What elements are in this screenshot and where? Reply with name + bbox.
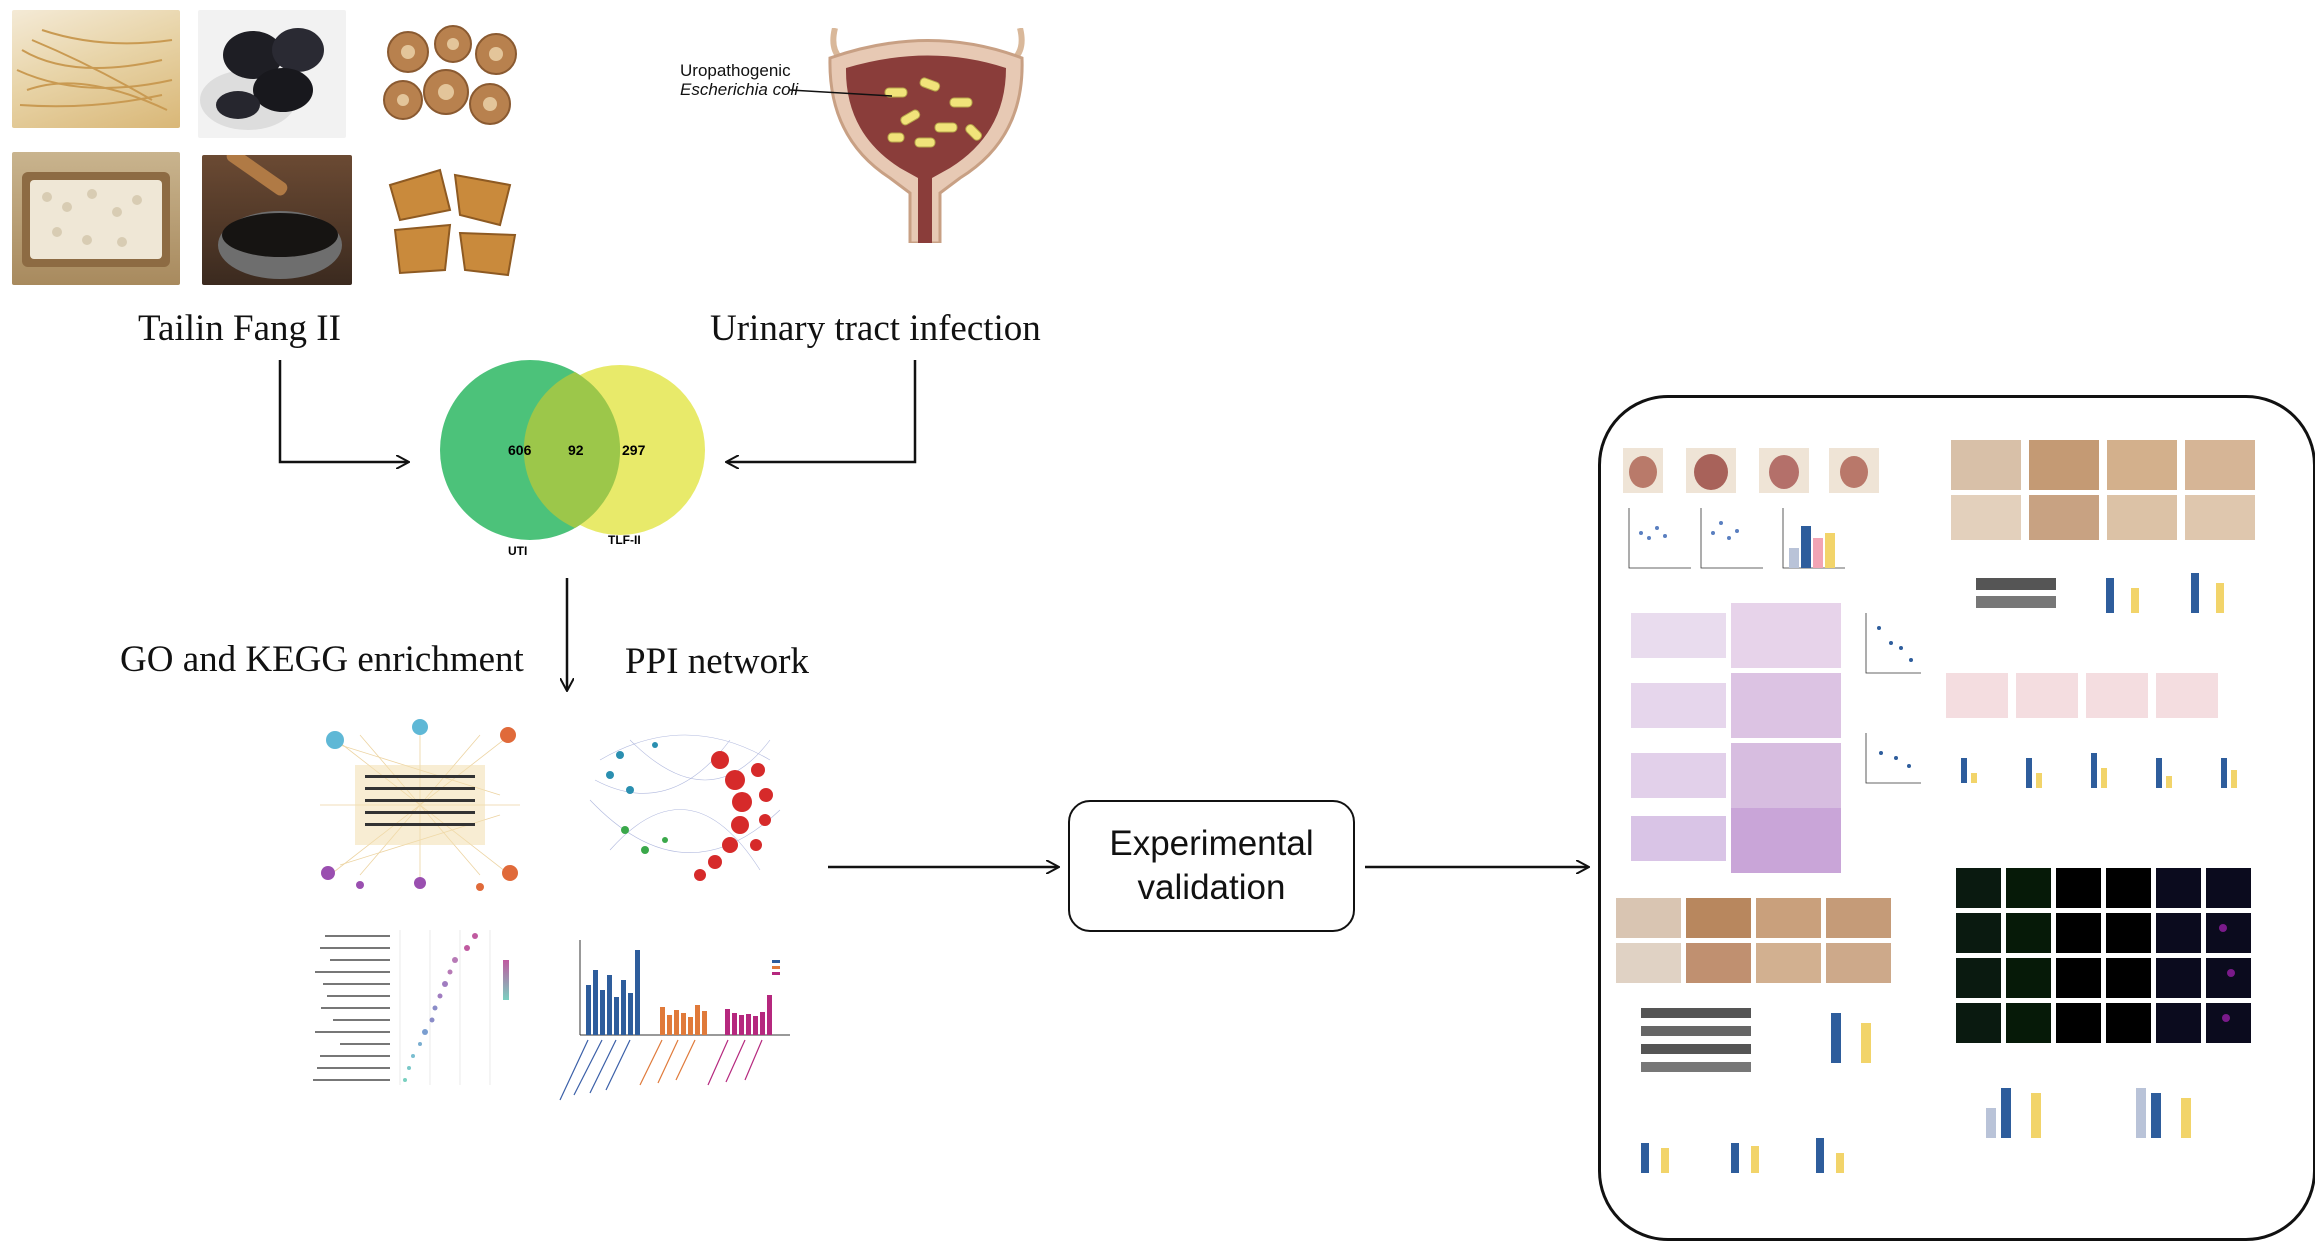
- venn-right-label: TLF-II: [608, 533, 641, 547]
- arrow-herb-to-venn: [278, 360, 408, 462]
- black-seeds-illustration: [218, 155, 342, 279]
- bladder-label-line1: Uropathogenic: [680, 61, 791, 80]
- go-bar-chart-thumbnail: [559, 940, 790, 1101]
- venn-diagram: 606 92 297 UTI TLF-II: [440, 360, 705, 555]
- disease-label: Urinary tract infection: [710, 308, 1041, 349]
- herb-photo-roots: [12, 10, 180, 128]
- herb-photo-round-slices: [378, 22, 526, 140]
- herb-label: Tailin Fang II: [138, 308, 341, 349]
- venn-left-count: 606: [508, 442, 532, 458]
- results-panel-thumbnails: [1616, 440, 2255, 1173]
- venn-left-label: UTI: [508, 544, 527, 555]
- ihc-top-right: [1951, 440, 2255, 540]
- he-histology-column: [1631, 603, 1841, 873]
- validation-line1: Experimental: [1109, 824, 1314, 863]
- enrichment-label: GO and KEGG enrichment: [120, 639, 524, 680]
- immunofluorescence-grid: [1956, 868, 2251, 1043]
- validation-line2: validation: [1137, 868, 1286, 907]
- experimental-validation-box: Experimental validation: [1068, 800, 1355, 932]
- arrow-disease-to-venn: [727, 360, 917, 462]
- experimental-results-panel: [1598, 395, 2315, 1241]
- western-blot-top: [1976, 578, 2056, 608]
- roots-illustration: [16, 29, 173, 111]
- western-blot-bottom: [1641, 1008, 1751, 1072]
- herb-photo-black-seeds: [202, 155, 352, 285]
- black-slices-illustration: [200, 28, 324, 130]
- bark-slices-illustration: [388, 168, 517, 277]
- pink-staining-row: [1946, 673, 2218, 718]
- herb-photo-bark-slices: [380, 155, 526, 285]
- ppi-network-thumbnail: [589, 734, 781, 881]
- enrichment-network-thumbnail: [320, 719, 520, 891]
- ihc-bottom-left: [1616, 898, 1891, 983]
- bladder-label-line2: Escherichia coli: [680, 80, 799, 99]
- bladder-illustration: Uropathogenic Escherichia coli: [680, 28, 1025, 243]
- herb-photo-seeds: [12, 152, 180, 285]
- bladder-photos-row: [1623, 448, 1879, 493]
- round-slices-illustration: [383, 25, 517, 125]
- ppi-label: PPI network: [625, 641, 809, 682]
- herb-photo-black-slices: [198, 10, 346, 138]
- venn-overlap: [523, 372, 621, 528]
- venn-overlap-count: 92: [568, 442, 584, 458]
- venn-right-count: 297: [622, 442, 646, 458]
- seeds-illustration: [22, 172, 170, 267]
- kegg-bubble-plot-thumbnail: [313, 930, 509, 1085]
